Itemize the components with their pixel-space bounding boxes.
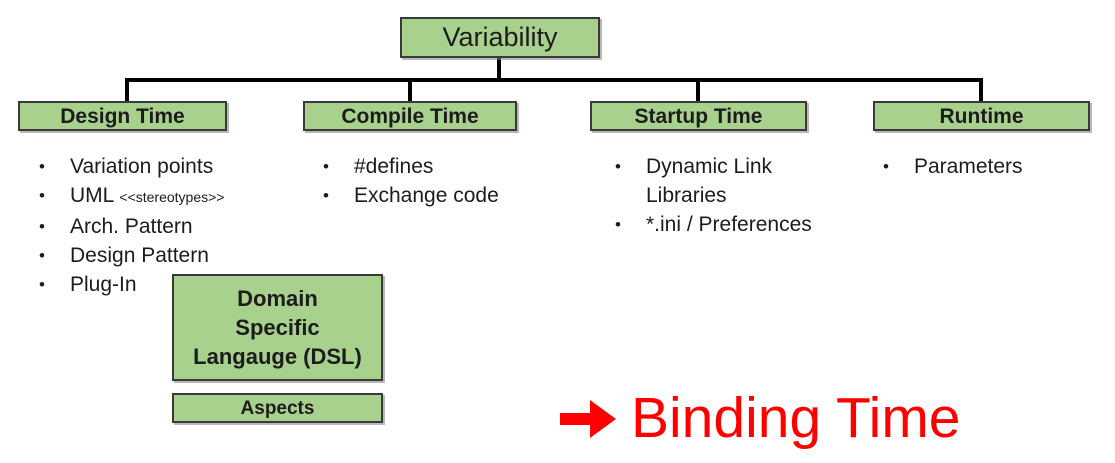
list-item: • Plug-In [36,270,286,299]
node-runtime-label: Runtime [939,104,1024,128]
node-compile-time-label: Compile Time [341,104,479,128]
list-item: • #defines [320,152,540,181]
binding-time-annotation: Binding Time [560,390,961,447]
dsl-line-2: Specific [235,315,320,340]
list-item-text: Parameters [914,155,1023,178]
node-variability-label: Variability [442,22,558,52]
right-arrow-icon [560,399,616,438]
list-item-text-main: UML [70,184,120,207]
list-item: • UML <<stereotypes>> [36,181,286,212]
bullet-icon: • [615,215,621,234]
connector-root-stem [497,56,501,82]
connector-drop-startup-time [696,78,700,103]
bullet-icon: • [39,157,45,176]
node-variability: Variability [400,17,600,58]
list-item: • Parameters [880,152,1080,181]
bullet-icon: • [39,275,45,294]
node-aspects-label: Aspects [240,397,315,419]
node-compile-time: Compile Time [303,101,517,131]
bullet-icon: • [39,246,45,265]
node-dsl: Domain Specific Langauge (DSL) [172,274,383,381]
list-item: • Exchange code [320,181,540,210]
node-design-time: Design Time [18,101,227,131]
list-item: • Dynamic Link Libraries [612,152,827,210]
list-item-text: Variation points [70,155,214,178]
bullet-icon: • [615,157,621,176]
connector-drop-design-time [125,78,129,103]
list-item: • Arch. Pattern [36,212,286,241]
list-item-text: UML <<stereotypes>> [70,181,224,212]
list-item-text-suffix: <<stereotypes>> [119,189,225,205]
node-aspects: Aspects [172,393,383,423]
connector-horizontal-bar [125,78,983,82]
bullet-icon: • [39,217,45,236]
binding-time-label: Binding Time [631,386,961,450]
list-item-text: *.ini / Preferences [646,213,812,236]
list-item-text: Design Pattern [70,244,209,267]
dsl-line-3: Langauge (DSL) [193,344,362,369]
list-design-time: • Variation points • UML <<stereotypes>>… [36,152,286,299]
list-item: • Variation points [36,152,286,181]
node-startup-time: Startup Time [590,101,807,131]
connector-drop-runtime [979,78,983,103]
list-compile-time: • #defines • Exchange code [320,152,540,210]
list-item-text: #defines [354,155,434,178]
list-item-text: Plug-In [70,273,137,296]
bullet-icon: • [39,186,45,205]
bullet-icon: • [883,157,889,176]
list-runtime: • Parameters [880,152,1080,181]
list-startup-time: • Dynamic Link Libraries • *.ini / Prefe… [612,152,827,239]
list-item-text: Arch. Pattern [70,215,193,238]
connector-drop-compile-time [408,78,412,103]
node-runtime: Runtime [873,101,1090,131]
bullet-icon: • [323,186,329,205]
node-design-time-label: Design Time [60,104,185,128]
list-item-text: Dynamic Link Libraries [646,155,773,207]
node-dsl-label: Domain Specific Langauge (DSL) [193,284,362,371]
node-startup-time-label: Startup Time [634,104,763,128]
list-item: • *.ini / Preferences [612,210,827,239]
bullet-icon: • [323,157,329,176]
list-item: • Design Pattern [36,241,286,270]
dsl-line-1: Domain [237,286,318,311]
list-item-text: Exchange code [354,184,499,207]
